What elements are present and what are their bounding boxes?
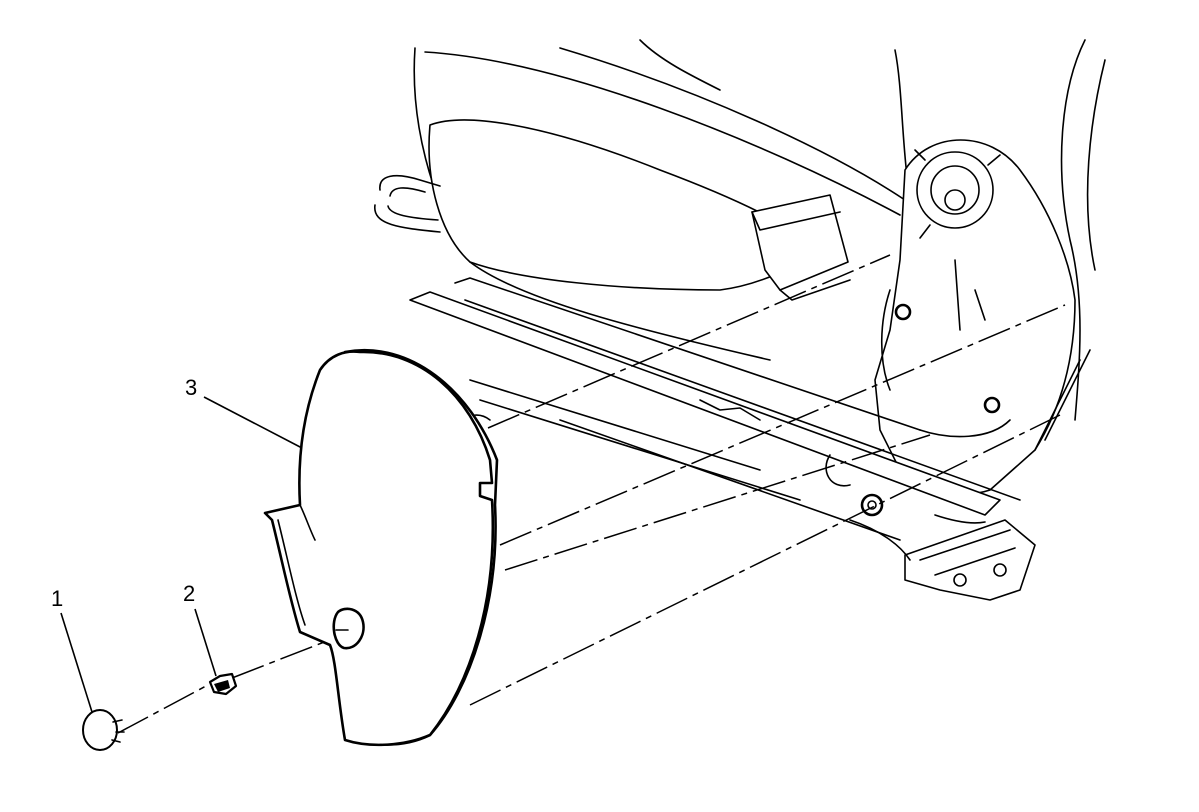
- callout-label: 1: [51, 586, 63, 611]
- callout-2: 2: [183, 581, 217, 677]
- seat-assembly-icon: [374, 39, 1106, 601]
- cap-icon: [82, 709, 125, 751]
- callout-label: 3: [185, 375, 197, 400]
- callout-1: 1: [51, 586, 93, 713]
- alignment-lines: [117, 254, 1066, 734]
- callout-3: 3: [185, 375, 303, 449]
- callout-label: 2: [183, 581, 195, 606]
- seat-side-cover-icon: [263, 349, 499, 747]
- nut-icon: [208, 672, 238, 696]
